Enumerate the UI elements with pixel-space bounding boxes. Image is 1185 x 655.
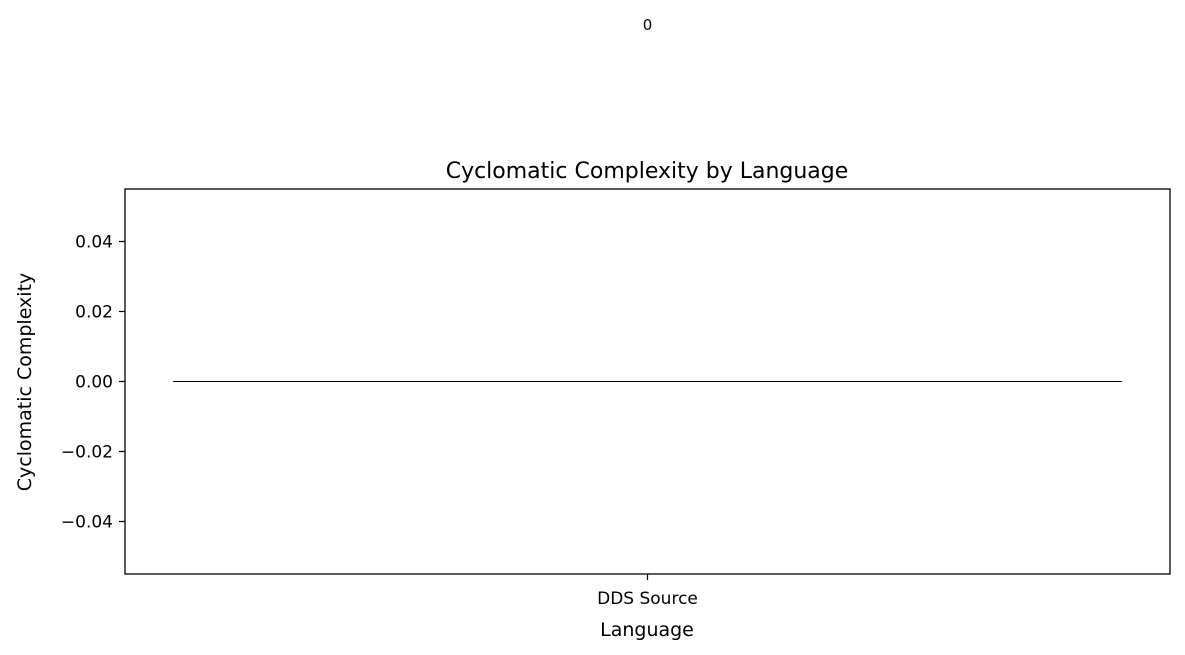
- x-tick-label: DDS Source: [597, 589, 698, 609]
- y-axis: −0.04 −0.02 0.00 0.02 0.04: [61, 233, 125, 533]
- y-axis-label: Cyclomatic Complexity: [14, 273, 36, 492]
- y-tick-label: 0.02: [75, 303, 113, 323]
- y-tick-label: −0.04: [61, 513, 113, 533]
- x-axis-label: Language: [600, 619, 694, 641]
- y-tick-label: 0.04: [75, 233, 113, 253]
- bar-value-label: 0: [643, 16, 653, 34]
- data-labels: 0: [643, 16, 653, 34]
- x-axis: DDS Source: [597, 574, 698, 609]
- y-tick-label: −0.02: [61, 443, 113, 463]
- chart-title: Cyclomatic Complexity by Language: [446, 159, 849, 184]
- y-tick-label: 0.00: [75, 373, 113, 393]
